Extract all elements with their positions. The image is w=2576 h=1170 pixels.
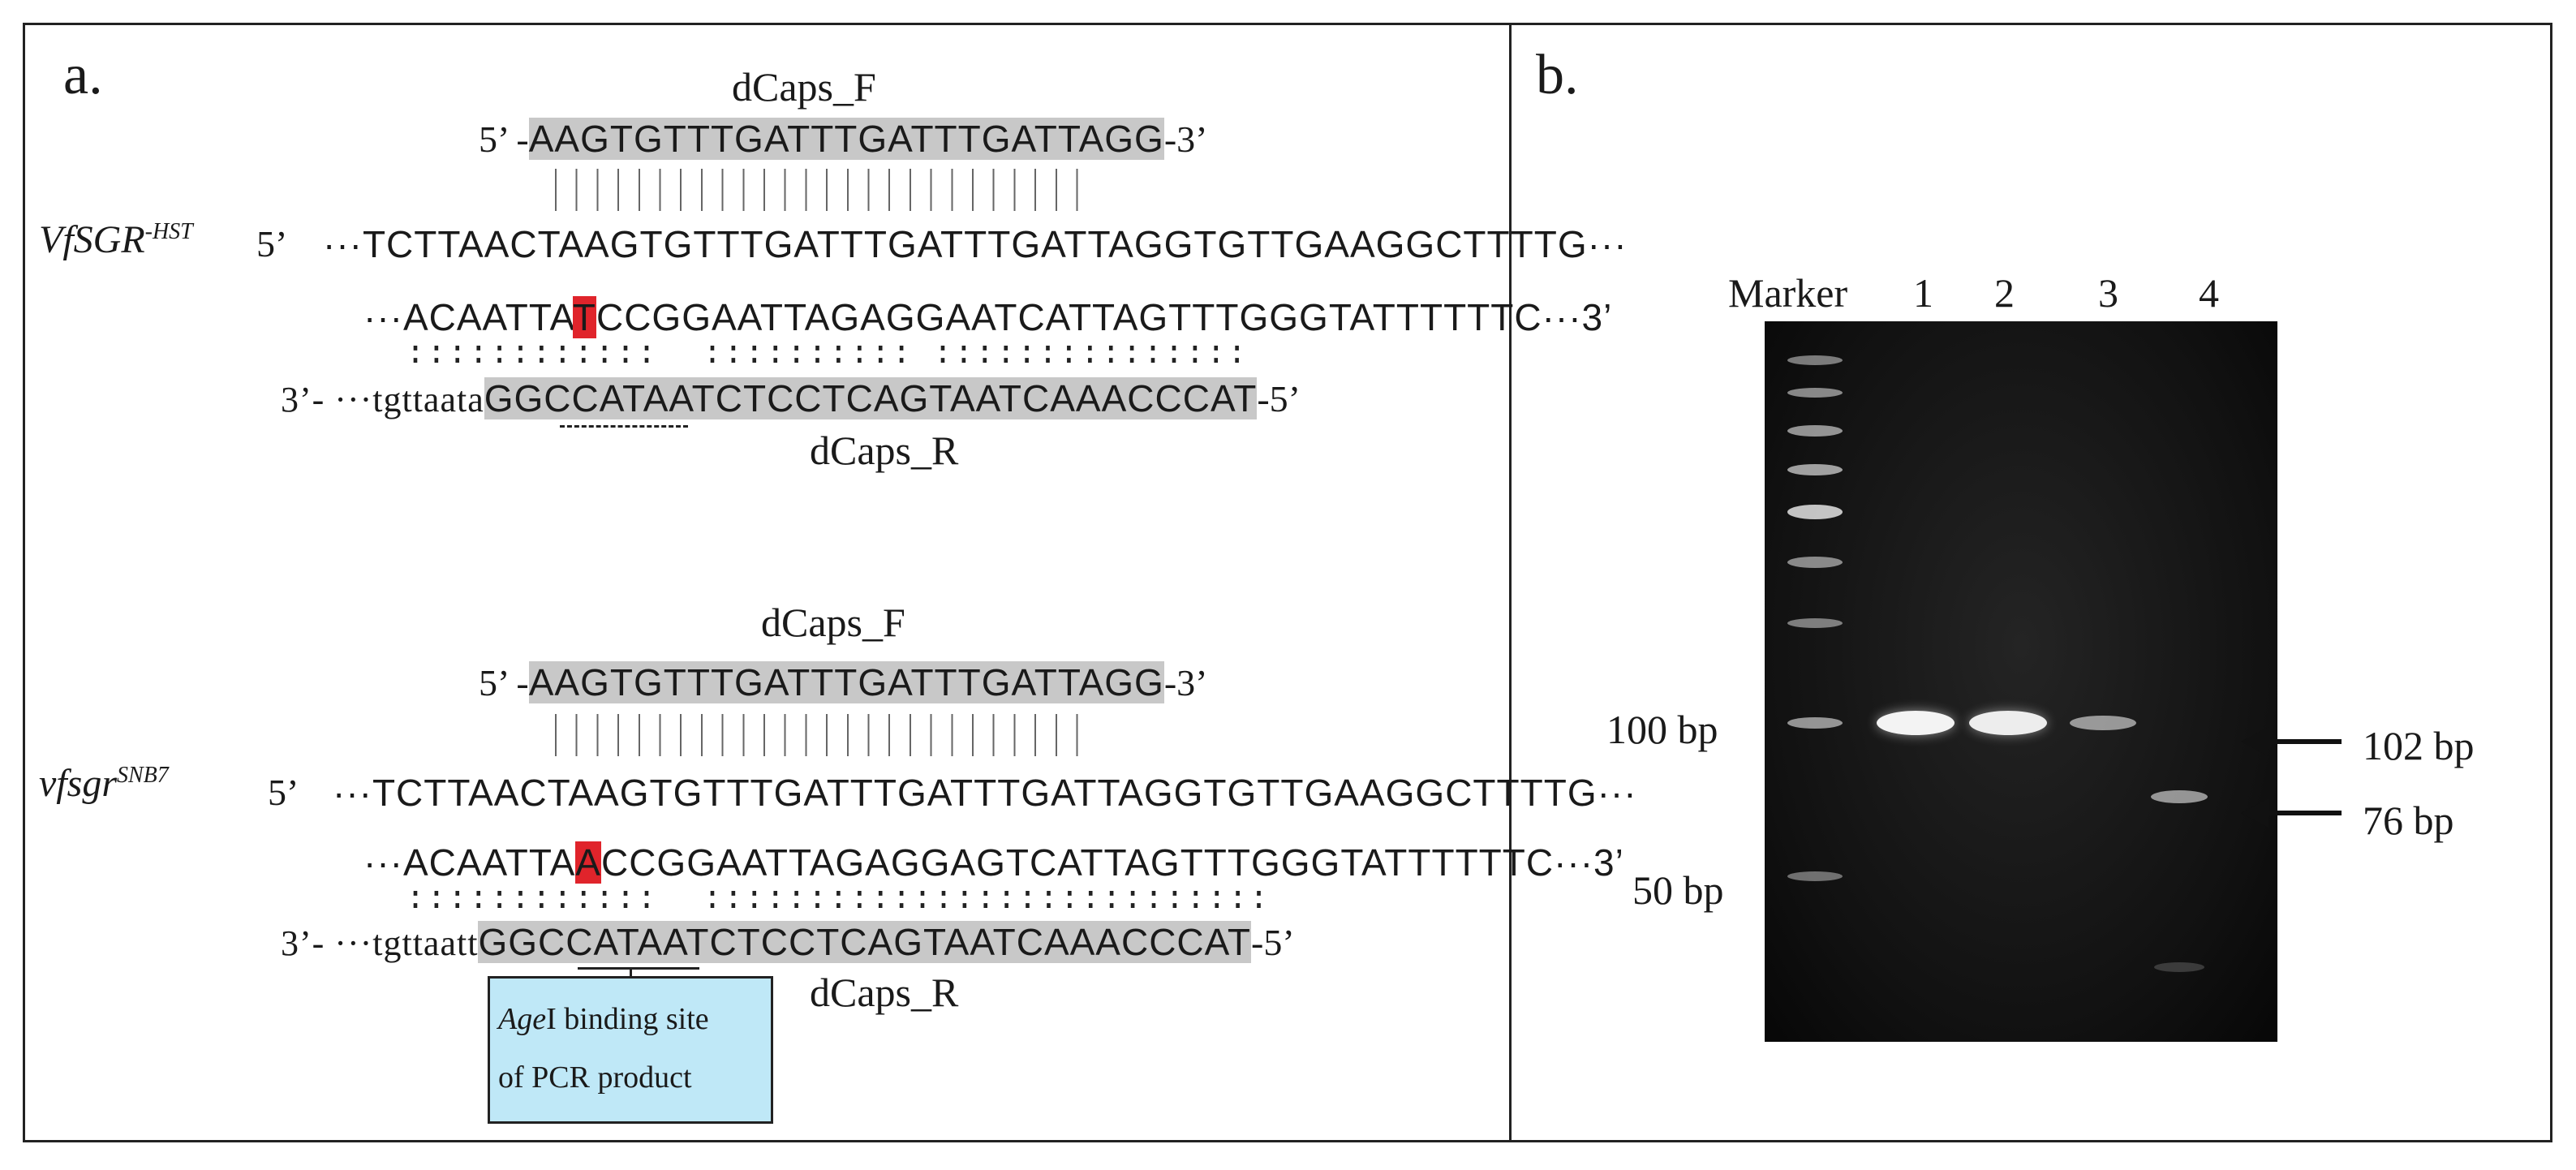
lane-label-3: 3 (2098, 270, 2118, 316)
top-primer-r-prefix: 3’- ···tgttaata (281, 380, 484, 419)
bottom-primer-f-binding-bars (555, 714, 1081, 756)
top-primer-f-binding-bars (555, 169, 1081, 211)
bottom-gene-main: vfsgr (39, 762, 117, 805)
bottom-primer-r-suffix: -5’ (1251, 922, 1295, 963)
agei-callout-line1-rest: I binding site (546, 1002, 709, 1036)
top-primer-f-row: 5’ -AAGTGTTTGATTTGATTTGATTAGG-3’ (479, 118, 1208, 160)
agei-callout-line1: AgeI binding site (498, 990, 763, 1048)
top-gene-main: VfSGR (39, 218, 145, 261)
bottom-line2: ···ACAATTAACCGGAATTAGAGGAGTCATTAGTTTGGGT… (363, 841, 1624, 884)
bottom-line1-seq: AAGTGTTTGATTTGATTTGATTAGG (568, 772, 1204, 814)
top-primer-r-seq: GGCCATAATCTCCTCAGTAATCAAACCCAT (484, 377, 1258, 419)
bottom-primer-r-seq: GGCCATAATCTCCTCAGTAATCAAACCCAT (478, 921, 1252, 963)
bottom-colons-a: :::::::::::: (406, 882, 658, 918)
marker-band (1787, 505, 1843, 519)
marker-band (1787, 355, 1843, 365)
bottom-gene-label: vfsgrSNB7 (39, 764, 169, 803)
bottom-primer-r-row: 3’- ···tgttaattGGCCATAATCTCCTCAGTAATCAAA… (281, 921, 1295, 963)
agei-enzyme-italic: Age (498, 1002, 547, 1036)
top-line2: ···ACAATTATCCGGAATTAGAGGAATCATTAGTTTGGGT… (363, 296, 1613, 338)
top-line1-seq: AAGTGTTTGATTTGATTTGATTAGG (558, 223, 1194, 265)
top-line1-suffix: TGTTGAAGGCTTTTG··· (1193, 223, 1628, 265)
arrow-76bp-line (2264, 811, 2342, 815)
marker-band (1787, 388, 1843, 398)
bottom-strand-5: 5’ (268, 772, 299, 813)
marker-band-50bp (1787, 871, 1843, 881)
agarose-gel-image (1765, 321, 2277, 1042)
bottom-primer-f-row: 5’ -AAGTGTTTGATTTGATTTGATTAGG-3’ (479, 661, 1208, 703)
lane-1-band (1877, 711, 1955, 735)
bottom-primer-f-seq: AAGTGTTTGATTTGATTTGATTAGG (528, 661, 1164, 703)
lane-4-faint-band (2154, 962, 2204, 972)
agei-site-underline (578, 967, 699, 970)
top-line1: ···TCTTAACTAAGTGTTTGATTTGATTTGATTAGGTGTT… (323, 226, 1628, 263)
panel-a-label: a. (63, 44, 103, 106)
top-gene-sup: -HST (144, 219, 193, 244)
bottom-primer-f-prefix: 5’ - (479, 662, 529, 703)
lane-2-band (1969, 711, 2047, 735)
top-mismatch-dashes (560, 425, 688, 428)
bottom-primer-f-name: dCaps_F (761, 600, 905, 645)
lane-4-band (2151, 790, 2208, 803)
bottom-primer-r-name: dCaps_R (810, 970, 959, 1015)
bottom-colons-b: ::::::::::::::::::::::::::: (703, 882, 1271, 918)
lane-label-4: 4 (2199, 270, 2219, 316)
bottom-snp-highlight: A (575, 841, 601, 884)
panel-b-label: b. (1536, 44, 1579, 106)
lane-label-marker: Marker (1728, 270, 1848, 316)
top-primer-f-seq: AAGTGTTTGATTTGATTTGATTAGG (528, 118, 1164, 160)
bottom-line2-suffix: CCGGAATTAGAGGAGTCATTAGTTTGGGTATTTTTTC···… (600, 841, 1624, 884)
top-primer-r-row: 3’- ···tgttaataGGCCATAATCTCCTCAGTAATCAAA… (281, 377, 1301, 419)
lane-label-1: 1 (1913, 270, 1933, 316)
top-primer-f-prefix: 5’ - (479, 118, 529, 160)
marker-band (1787, 618, 1843, 628)
bottom-line1-prefix: ···TCTTAACT (333, 772, 569, 814)
marker-band (1787, 425, 1843, 437)
marker-band (1787, 464, 1843, 475)
band-label-76bp: 76 bp (2363, 798, 2454, 843)
bottom-primer-r-prefix: 3’- ···tgttaatt (281, 923, 479, 963)
top-colons-c: ::::::::::::::: (933, 337, 1249, 373)
top-gene-label: VfSGR-HST (39, 221, 193, 260)
marker-band (1787, 557, 1843, 568)
top-line2-prefix: ···ACAATTA (363, 296, 573, 338)
band-label-102bp: 102 bp (2363, 723, 2475, 768)
marker-band-100bp (1787, 717, 1843, 729)
top-line2-suffix: CCGGAATTAGAGGAATCATTAGTTTGGGTATTTTTTC···… (596, 296, 1613, 338)
agei-callout-box: AgeI binding site of PCR product (488, 976, 773, 1124)
marker-size-100bp: 100 bp (1606, 707, 1718, 752)
top-snp-highlight: T (572, 296, 596, 338)
bottom-line1-suffix: TGTTGAAGGCTTTTG··· (1203, 772, 1637, 814)
top-primer-f-name: dCaps_F (732, 64, 876, 110)
top-primer-r-name: dCaps_R (810, 428, 959, 473)
bottom-gene-sup: SNB7 (117, 763, 169, 788)
bottom-line2-prefix: ···ACAATTA (363, 841, 576, 884)
top-colons-b: :::::::::: (703, 337, 914, 373)
top-colons-a: :::::::::::: (406, 337, 658, 373)
agei-callout-connector (630, 967, 632, 977)
top-primer-f-suffix: -3’ (1163, 118, 1208, 160)
top-primer-r-suffix: -5’ (1257, 378, 1301, 419)
arrow-102bp-line (2264, 739, 2342, 744)
bottom-line1: ···TCTTAACTAAGTGTTTGATTTGATTTGATTAGGTGTT… (333, 774, 1637, 811)
bottom-primer-f-suffix: -3’ (1163, 662, 1208, 703)
figure-frame (23, 23, 2552, 1142)
agei-callout-line2: of PCR product (498, 1060, 692, 1095)
marker-size-50bp: 50 bp (1632, 867, 1724, 913)
panel-divider (1509, 23, 1512, 1142)
lane-3-band (2070, 716, 2136, 730)
top-line1-prefix: ···TCTTAACT (323, 223, 559, 265)
top-strand-5: 5’ (256, 223, 288, 265)
lane-label-2: 2 (1994, 270, 2015, 316)
